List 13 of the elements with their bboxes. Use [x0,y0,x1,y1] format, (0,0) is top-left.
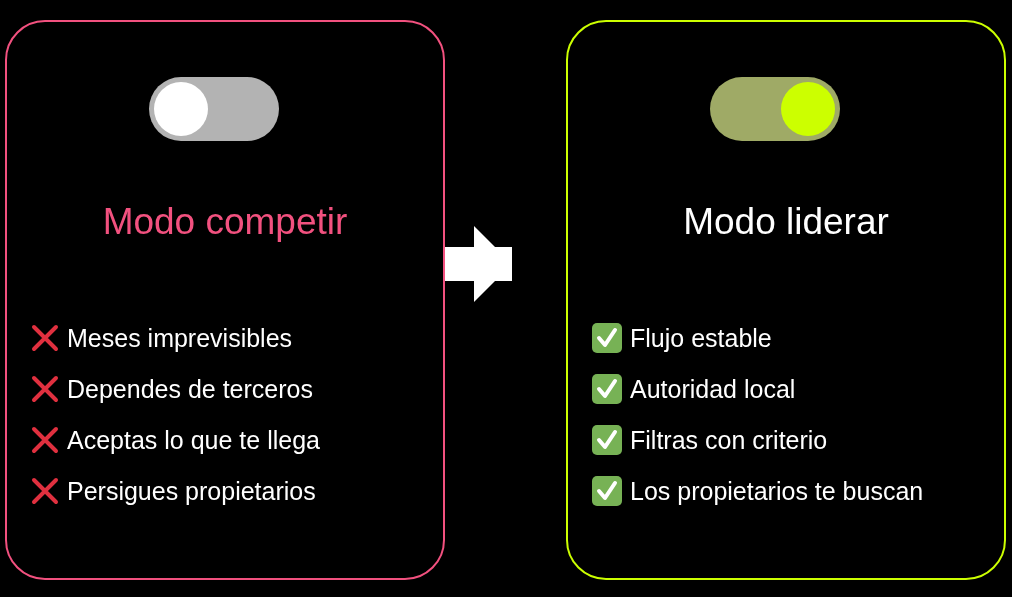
list-item: Los propietarios te buscan [630,475,924,506]
list-item: Autoridad local [630,373,796,404]
list-item: Persigues propietarios [67,475,316,506]
block-arrow [445,226,512,302]
list-item: Flujo estable [630,322,772,353]
list-item: Filtras con criterio [630,424,828,455]
card-title: Modo competir [102,200,348,244]
mode-card [5,20,445,580]
list-item: Meses imprevisibles [67,322,293,353]
card-title: Modo liderar [683,200,889,244]
list-item: Dependes de terceros [67,373,313,404]
list-item: Aceptas lo que te llega [67,424,320,455]
mode-card [566,20,1006,580]
